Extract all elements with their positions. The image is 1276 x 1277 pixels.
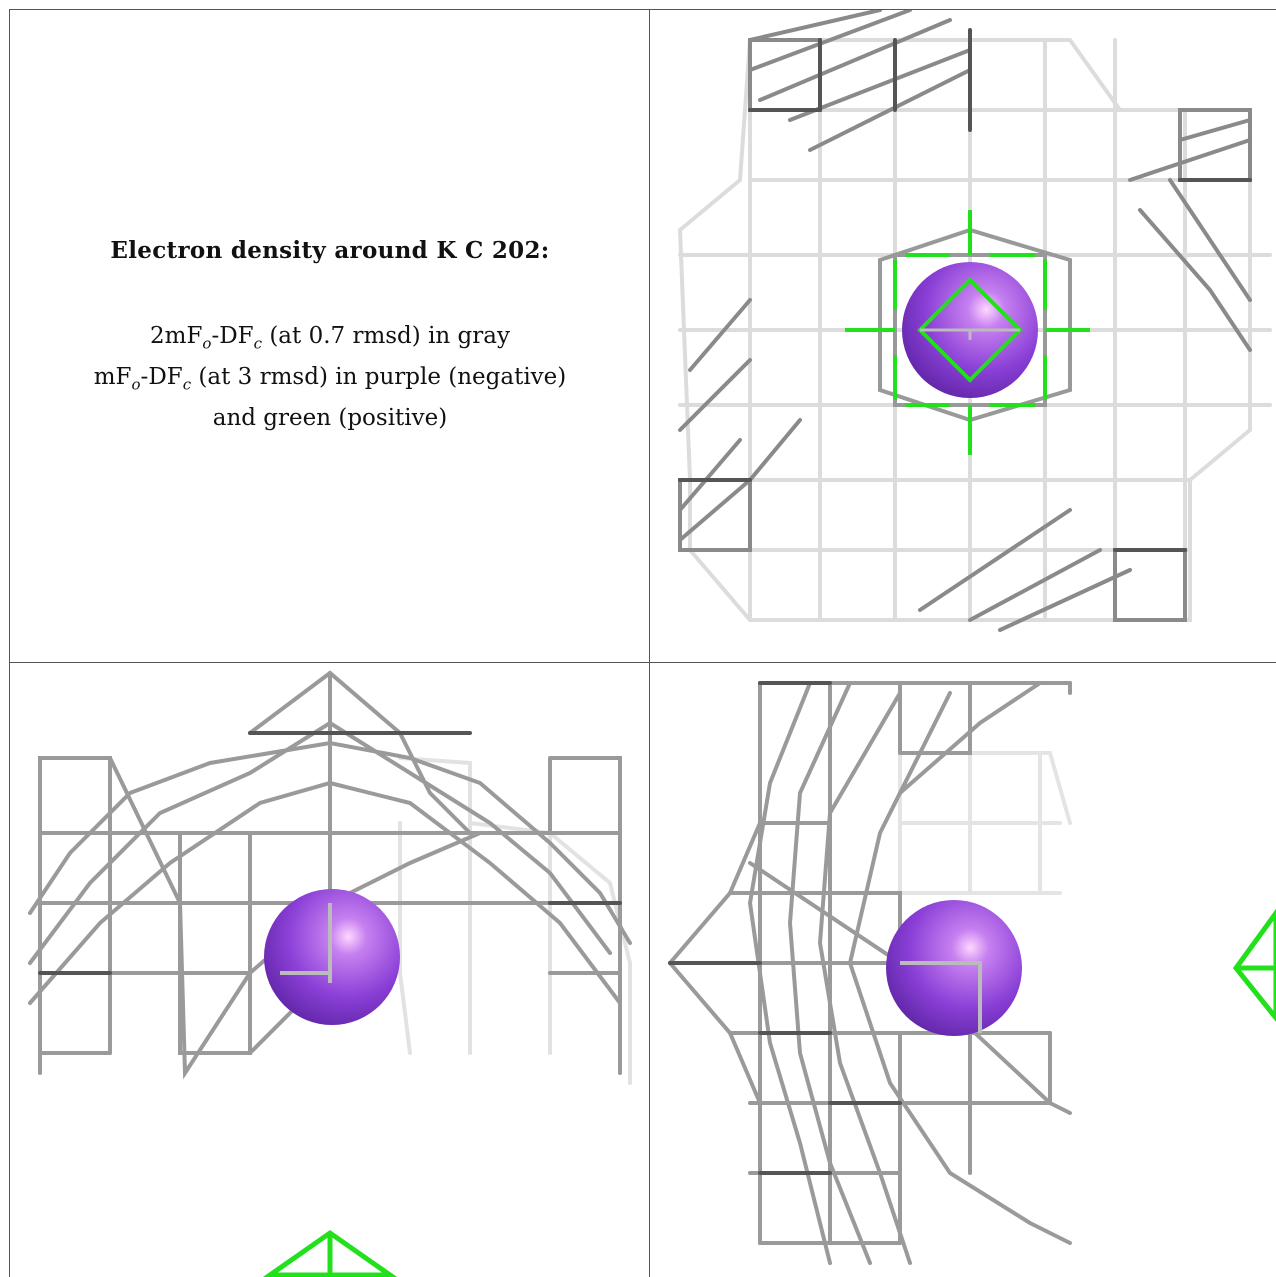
positive-density-green bbox=[1232, 908, 1276, 1023]
caption-cell: Electron density around K C 202: 2mFo-DF… bbox=[10, 10, 650, 662]
caption-line-1: 2mFo-DFc (at 0.7 rmsd) in gray bbox=[150, 323, 510, 353]
border-left bbox=[9, 9, 10, 1277]
border-middle bbox=[10, 662, 1276, 663]
panel-bottom-left-view bbox=[10, 663, 649, 1277]
mesh-arcs bbox=[28, 670, 632, 1085]
potassium-atom bbox=[886, 900, 1022, 1036]
caption-title: Electron density around K C 202: bbox=[110, 237, 550, 265]
panel-top-right-view bbox=[650, 10, 1276, 662]
caption-line-2: mFo-DFc (at 3 rmsd) in purple (negative) bbox=[93, 364, 567, 394]
caption-line-3: and green (positive) bbox=[212, 404, 448, 431]
panel-bottom-right-view bbox=[650, 663, 1276, 1277]
border-center bbox=[649, 9, 650, 1277]
border-top bbox=[10, 9, 1276, 10]
positive-density-green bbox=[262, 1229, 398, 1277]
positive-density-green bbox=[845, 210, 1090, 455]
